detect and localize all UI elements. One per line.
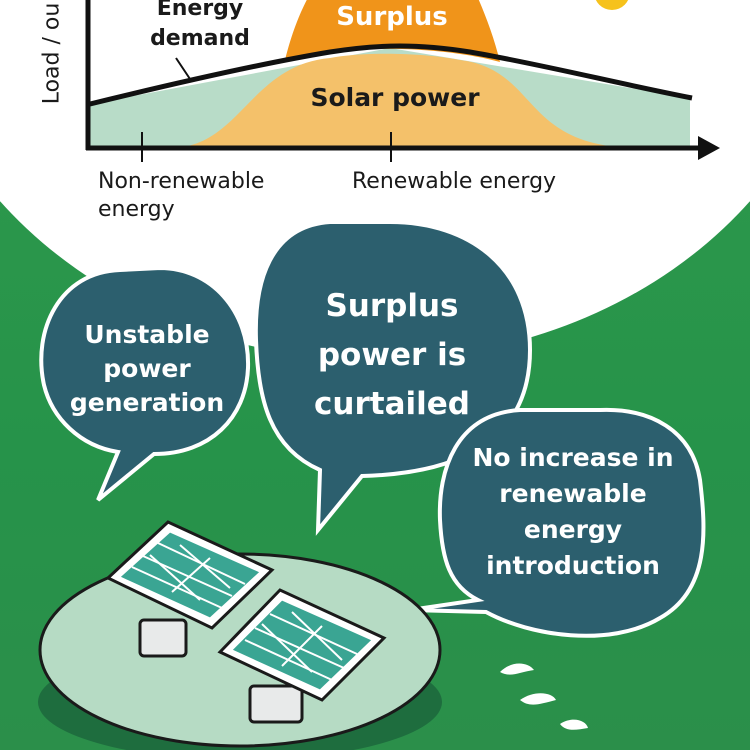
- bubble-left-shape: [39, 265, 251, 502]
- solar-panel-right: [217, 588, 387, 724]
- solar-power-area: [170, 53, 640, 148]
- droplet-1: [500, 663, 534, 675]
- non-renewable-label: Non-renewable energy: [98, 169, 265, 222]
- sun-icon: [595, 0, 629, 10]
- droplet-3: [560, 719, 588, 730]
- solar-power-label: Solar power: [310, 83, 480, 112]
- solar-panel-left: [105, 520, 275, 658]
- renewable-label: Renewable energy: [352, 169, 557, 194]
- energy-demand-label: Energy demand: [150, 0, 250, 51]
- demand-leader: [175, 57, 193, 83]
- y-axis-label: Load / ou: [39, 2, 65, 105]
- energy-demand-line: [89, 43, 693, 107]
- bubble-right-shape: [409, 407, 706, 638]
- bubble-center-text: Surplus power is curtailed: [314, 288, 470, 422]
- bubble-right-text: No increase in renewable energy introduc…: [472, 443, 674, 580]
- droplet-2: [520, 693, 556, 705]
- bubble-left-text: Unstable power generation: [69, 320, 225, 417]
- surplus-label: Surplus: [336, 2, 448, 32]
- x-axis-arrow: [698, 136, 720, 160]
